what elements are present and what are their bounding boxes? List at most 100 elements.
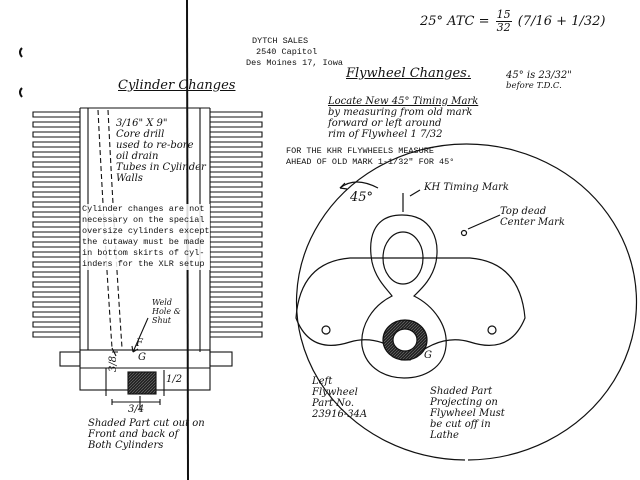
cooling-fin: [32, 151, 80, 158]
cooling-fin: [210, 181, 263, 188]
cylinder-title: Cylinder Changes: [118, 78, 236, 93]
cylinder-note-line: the cutaway must be made: [82, 237, 205, 247]
flywheel-locate-note: Locate New 45° Timing Mark by measuring …: [328, 96, 478, 140]
flywheel-drawing: [295, 143, 638, 461]
cooling-fin: [32, 231, 80, 238]
cooling-fin: [32, 261, 80, 268]
cooling-fin: [32, 311, 80, 318]
shaded-note-line: Front and back of: [88, 429, 179, 440]
shaded-cutout: [127, 371, 157, 395]
header-company: DYTCH SALES: [252, 36, 309, 46]
flywheel-rim: [295, 143, 638, 461]
cooling-fin: [210, 171, 263, 178]
cooling-fin: [32, 121, 80, 128]
drill-note-line: Walls: [116, 173, 143, 184]
weld-note-line: Hole &: [152, 307, 181, 316]
flywheel-letter-g: G: [424, 350, 432, 361]
cooling-fin: [210, 331, 263, 338]
crescent-plate: [295, 257, 526, 361]
cylinder-note-line: oversize cylinders except: [82, 226, 210, 236]
note-45-line: 45° is 23/32": [506, 70, 572, 81]
top-formula-fraction: 15 32: [495, 8, 512, 34]
part-label-line: Flywheel: [312, 387, 358, 398]
cylinder-shaded-note: Shaded Part cut out on Front and back of…: [88, 418, 205, 451]
drill-note-line: Core drill: [116, 129, 165, 140]
cooling-fin: [210, 251, 263, 258]
flywheel-tdc-label: Top dead Center Mark: [500, 206, 565, 228]
cooling-fin: [210, 121, 263, 128]
weld-note-line: Weld: [152, 298, 172, 307]
cooling-fin: [210, 311, 263, 318]
flywheel-shaded-line: Shaded Part: [430, 386, 493, 397]
cooling-fin: [210, 291, 263, 298]
header-street: 2540 Capitol: [256, 47, 318, 57]
binding-mark-top: [19, 47, 23, 58]
cooling-fin: [32, 221, 80, 228]
top-formula-lead: 25° ATC =: [420, 14, 490, 29]
cooling-fin: [210, 221, 263, 228]
oil-drain-tube-2: [107, 109, 123, 349]
tdc-label-line: Top dead: [500, 206, 547, 217]
cooling-fin: [210, 131, 263, 138]
cooling-fin: [32, 281, 80, 288]
shaded-note-line: Shaded Part cut out on: [88, 418, 205, 429]
tdc-label-line: Center Mark: [500, 217, 565, 228]
flywheel-angle-label: 45°: [350, 190, 374, 205]
part-label-line: Part No.: [312, 398, 354, 409]
cooling-fin: [210, 271, 263, 278]
cooling-fin: [210, 141, 263, 148]
cylinder-note-line: inders for the XLR setup: [82, 259, 205, 269]
figure-eight-outline: [361, 214, 447, 379]
cylinder-note-line: in bottom skirts of cyl-: [82, 248, 205, 258]
cooling-fin: [210, 281, 263, 288]
drill-note-line: 3/16" X 9": [116, 118, 168, 129]
flywheel-kh-mark-label: KH Timing Mark: [424, 182, 509, 193]
cooling-fin: [210, 231, 263, 238]
flywheel-shaded-line: Flywheel Must: [430, 408, 505, 419]
top-formula-num: 15: [495, 8, 512, 22]
cooling-fin: [210, 201, 263, 208]
drill-note-line: Tubes in Cylinder: [116, 162, 206, 173]
cylinder-letter-f: F: [136, 338, 143, 349]
locate-note-line: rim of Flywheel 1 7/32: [328, 129, 443, 140]
cooling-fin: [32, 131, 80, 138]
part-label-line: Left: [312, 376, 333, 387]
cooling-fin: [32, 251, 80, 258]
cooling-fin: [210, 301, 263, 308]
cylinder-dim-3-8: 3/8: [108, 355, 119, 372]
cooling-fin: [32, 141, 80, 148]
drill-note-line: used to re-bore: [116, 140, 194, 151]
part-label-line: 23916-34A: [312, 409, 368, 420]
locate-note-line: forward or left around: [328, 118, 442, 129]
cooling-fin: [32, 331, 80, 338]
drill-note-line: oil drain: [116, 151, 159, 162]
cylinder-note-line: necessary on the special: [82, 215, 205, 225]
cooling-fin: [32, 161, 80, 168]
cooling-fin: [210, 211, 263, 218]
cooling-fin: [210, 111, 263, 118]
cooling-fin: [32, 301, 80, 308]
cooling-fin: [210, 161, 263, 168]
shaded-note-line: Both Cylinders: [88, 440, 164, 451]
binding-mark-bottom: [19, 87, 23, 98]
top-formula-paren: (7/16 + 1/32): [517, 14, 606, 29]
cooling-fin: [32, 201, 80, 208]
header-city: Des Moines 17, Iowa: [246, 58, 343, 68]
oil-drain-tube-1: [97, 109, 113, 349]
top-formula-den: 32: [496, 21, 511, 34]
flywheel-part-label: Left Flywheel Part No. 23916-34A: [312, 376, 367, 420]
cylinder-dim-3-4: 3/4: [128, 404, 145, 415]
cylinder-dim-1-2: 1/2: [166, 374, 183, 385]
weld-note-line: Shut: [152, 316, 171, 325]
flywheel-shaded-line: Lathe: [430, 430, 459, 441]
locate-note-line: Locate New 45° Timing Mark: [328, 96, 479, 107]
cylinder-typed-note: Cylinder changes are not necessary on th…: [82, 204, 210, 270]
cooling-fin: [210, 151, 263, 158]
left-cooling-fins: [32, 111, 80, 338]
note-45-line: before T.D.C.: [506, 81, 562, 91]
cooling-fin: [210, 191, 263, 198]
flywheel-45-note: 45° is 23/32" before T.D.C.: [506, 70, 572, 92]
cooling-fin: [32, 321, 80, 328]
top-formula: 25° ATC = 15 32 (7/16 + 1/32): [420, 9, 605, 34]
flywheel-shaded-note: Shaded Part Projecting on Flywheel Must …: [430, 386, 505, 441]
